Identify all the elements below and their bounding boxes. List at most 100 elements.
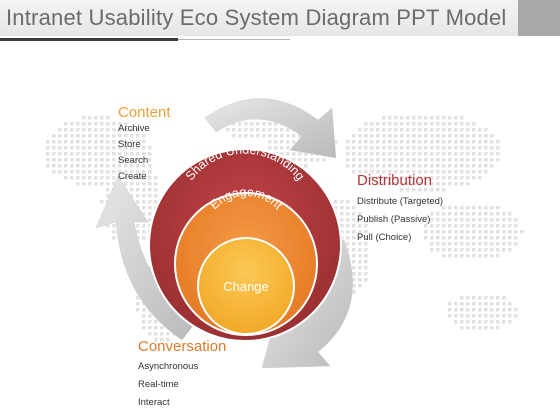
map-dot [76, 140, 80, 144]
page-title: Intranet Usability Eco System Diagram PP… [6, 5, 507, 30]
map-dot [358, 164, 362, 168]
map-dot [112, 140, 116, 144]
map-dot [304, 152, 308, 156]
map-dot [364, 158, 368, 162]
map-dot [370, 164, 374, 168]
map-dot [460, 164, 464, 168]
map-dot [358, 218, 362, 222]
map-dot [460, 218, 464, 222]
distribution-heading: Distribution [357, 172, 433, 189]
map-dot [388, 176, 392, 180]
map-dot [82, 152, 86, 156]
map-dot [136, 194, 140, 198]
title-underline-dark [0, 38, 178, 41]
map-dot [508, 308, 512, 312]
map-dot [484, 206, 488, 210]
map-dot [466, 224, 470, 228]
map-dot [394, 146, 398, 150]
map-dot [64, 158, 68, 162]
map-dot [466, 242, 470, 246]
map-dot [148, 218, 152, 222]
map-dot [490, 158, 494, 162]
map-dot [88, 122, 92, 126]
map-dot [112, 128, 116, 132]
map-dot [496, 326, 500, 330]
map-dot [106, 146, 110, 150]
map-dot [472, 206, 476, 210]
map-dot [112, 134, 116, 138]
map-dot [460, 326, 464, 330]
map-dot [448, 164, 452, 168]
map-dot [436, 188, 440, 192]
map-dot [490, 302, 494, 306]
map-dot [376, 164, 380, 168]
map-dot [496, 146, 500, 150]
map-dot [124, 128, 128, 132]
map-dot [382, 128, 386, 132]
map-dot [406, 122, 410, 126]
map-dot [430, 152, 434, 156]
map-dot [394, 176, 398, 180]
map-dot [418, 176, 422, 180]
map-dot [418, 134, 422, 138]
map-dot [472, 122, 476, 126]
map-dot [118, 134, 122, 138]
map-dot [142, 170, 146, 174]
map-dot [88, 182, 92, 186]
map-dot [106, 128, 110, 132]
map-dot [352, 272, 356, 276]
map-dot [466, 176, 470, 180]
map-dot [118, 140, 122, 144]
map-dot [460, 308, 464, 312]
map-dot [478, 302, 482, 306]
map-dot [64, 152, 68, 156]
map-dot [88, 170, 92, 174]
map-dot [490, 248, 494, 252]
map-dot [100, 158, 104, 162]
map-dot [358, 152, 362, 156]
map-dot [430, 218, 434, 222]
map-dot [70, 122, 74, 126]
map-dot [448, 128, 452, 132]
map-dot [106, 182, 110, 186]
map-dot [106, 170, 110, 174]
title-bar: Intranet Usability Eco System Diagram PP… [0, 0, 518, 36]
map-dot [514, 242, 518, 246]
map-dot [496, 254, 500, 258]
map-dot [448, 182, 452, 186]
map-dot [286, 146, 290, 150]
map-dot [358, 170, 362, 174]
map-dot [484, 158, 488, 162]
map-dot [70, 134, 74, 138]
map-dot [244, 134, 248, 138]
map-dot [490, 152, 494, 156]
map-dot [352, 212, 356, 216]
map-dot [478, 326, 482, 330]
map-dot [106, 134, 110, 138]
map-dot [376, 140, 380, 144]
map-dot [364, 134, 368, 138]
map-dot [388, 182, 392, 186]
map-dot [358, 230, 362, 234]
map-dot [418, 146, 422, 150]
conversation-item-asynchronous: Asynchronous [138, 361, 199, 372]
map-dot [466, 248, 470, 252]
map-dot [142, 314, 146, 318]
map-dot [472, 230, 476, 234]
map-dot [106, 194, 110, 198]
map-dot [430, 182, 434, 186]
map-dot [130, 152, 134, 156]
map-dot [118, 164, 122, 168]
map-dot [406, 140, 410, 144]
map-dot [448, 242, 452, 246]
distribution-section: Distribution Distribute (Targeted) Publi… [357, 172, 443, 247]
map-dot [460, 248, 464, 252]
map-dot [460, 158, 464, 162]
map-dot [106, 122, 110, 126]
map-dot [478, 314, 482, 318]
map-dot [52, 134, 56, 138]
map-dot [490, 254, 494, 258]
map-dot [352, 140, 356, 144]
map-dot [466, 218, 470, 222]
map-dot [460, 296, 464, 300]
